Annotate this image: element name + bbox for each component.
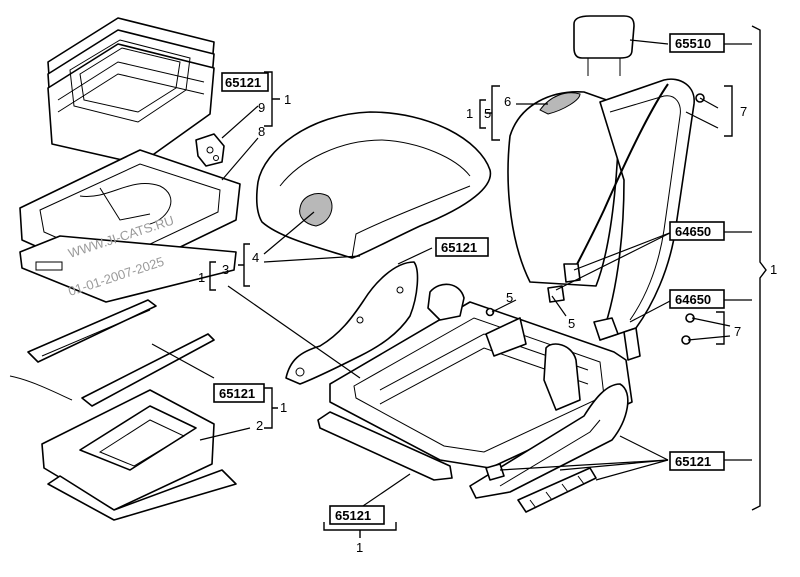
callout-2: 2 [256,418,263,433]
backrest-part[interactable] [507,78,695,341]
label-65121-left-bottom[interactable]: 65121 [213,383,265,403]
label-65121-bottom-right[interactable]: 65121 [669,451,725,471]
callout-5-upper: 5 [484,106,491,121]
label-64650-lower[interactable]: 64650 [669,289,725,309]
label-64650-upper[interactable]: 64650 [669,221,725,241]
leader-lines [151,39,752,509]
front-rail-part[interactable] [317,411,453,481]
bracket-part[interactable] [195,133,225,167]
label-text: 65121 [675,454,711,469]
seat-base-frame-part[interactable] [329,283,633,469]
callout-7-upper: 7 [740,104,747,119]
label-text: 65121 [225,75,261,90]
headrest-part[interactable] [573,15,635,76]
callout-9: 9 [258,100,265,115]
label-65121-top-left[interactable]: 65121 [221,72,269,92]
callout-4: 4 [252,250,259,265]
label-text: 65510 [675,36,711,51]
callout-1-left-bottom: 1 [280,400,287,415]
slide-rails-part[interactable] [9,299,215,407]
callout-6: 6 [504,94,511,109]
seat-belt-part[interactable] [547,83,669,303]
side-plate-part[interactable] [285,261,419,385]
callout-1-bottom-center: 1 [356,540,363,555]
pedestal-base-part[interactable] [41,389,237,521]
callout-1-top-left: 1 [284,92,291,107]
label-65510[interactable]: 65510 [669,33,725,53]
callout-1-upper: 1 [466,106,473,121]
callout-5-right: 5 [568,316,575,331]
label-65121-bottom-center[interactable]: 65121 [329,505,385,525]
label-text: 64650 [675,292,711,307]
label-text: 65121 [335,508,371,523]
screws-part[interactable] [485,93,705,361]
lower-frame-part[interactable] [19,235,237,303]
label-65121-center[interactable]: 65121 [435,237,489,257]
callout-1-left: 1 [198,270,205,285]
label-text: 64650 [675,224,711,239]
callout-8: 8 [258,124,265,139]
braces [209,25,767,538]
frame-stack-part[interactable] [47,17,215,165]
seat-cushion-part[interactable] [256,111,492,259]
callout-7-lower: 7 [734,324,741,339]
callout-3: 3 [222,262,229,277]
label-text: 65121 [219,386,255,401]
callout-5-left: 5 [506,290,513,305]
clips-part[interactable] [485,463,597,513]
label-text: 65121 [441,240,477,255]
callout-1-right: 1 [770,262,777,277]
